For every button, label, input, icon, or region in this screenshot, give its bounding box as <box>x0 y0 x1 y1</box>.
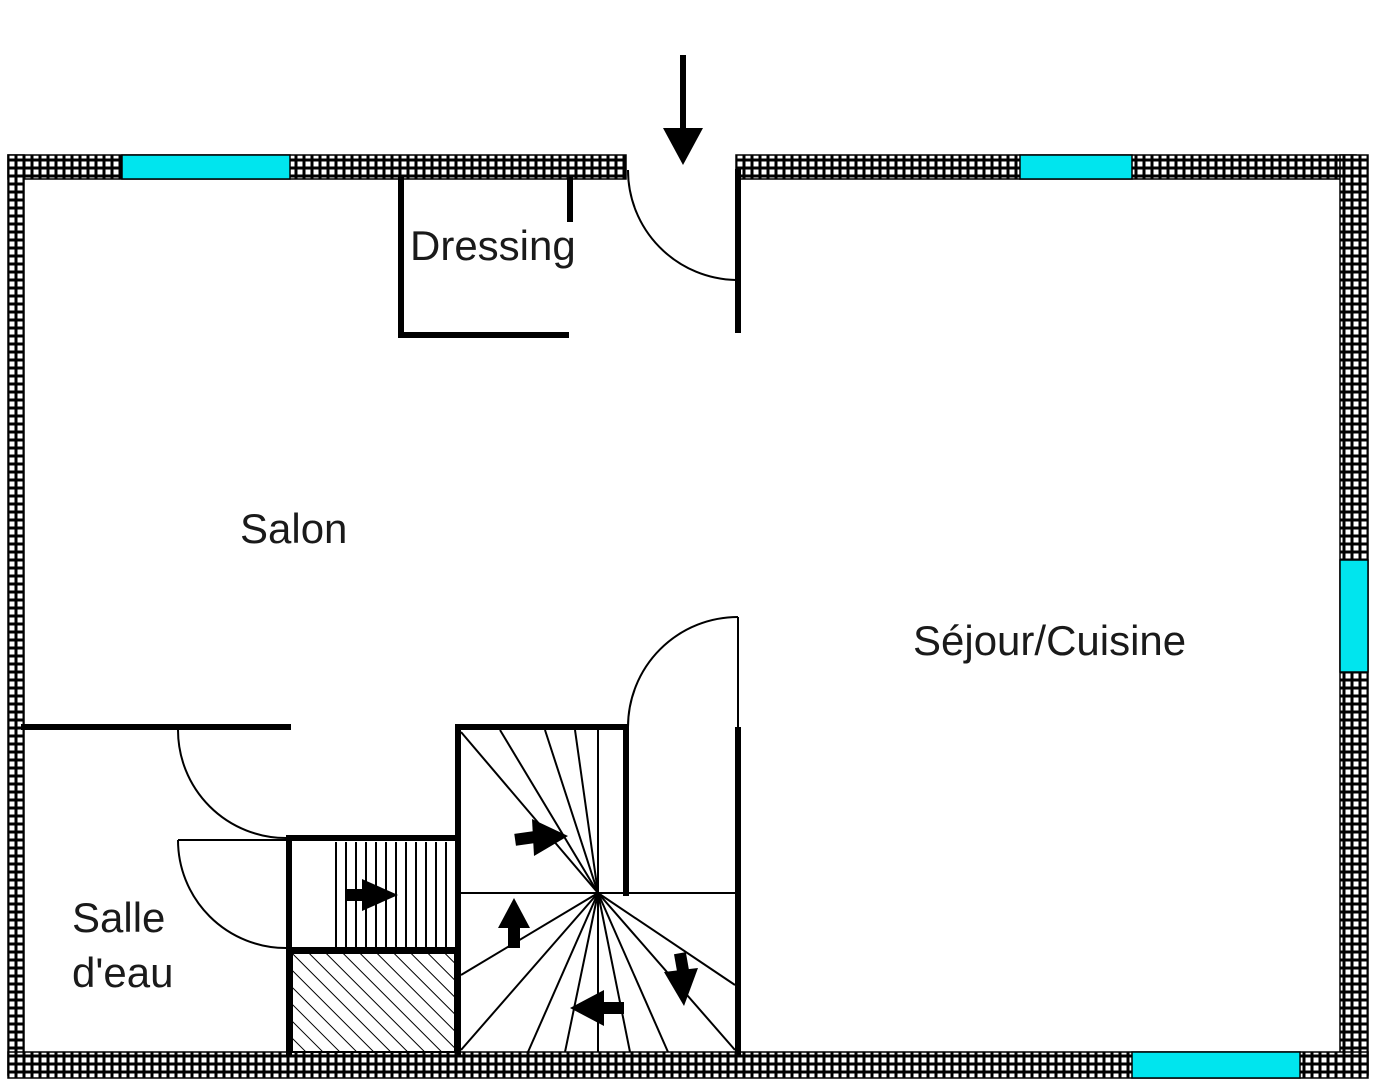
window-bottom <box>1131 1051 1301 1079</box>
arrow-icon <box>514 819 568 856</box>
window-top-left <box>121 154 291 180</box>
arrow-icon <box>345 879 398 911</box>
interior-walls <box>21 169 741 1055</box>
arrow-icon <box>570 990 624 1026</box>
door-entrance <box>627 169 737 281</box>
room-label-salon: Salon <box>240 505 347 552</box>
door-sejour <box>627 616 739 728</box>
room-label-dressing: Dressing <box>410 222 576 269</box>
stair-arrows <box>498 819 698 1026</box>
doors <box>177 169 739 949</box>
door-salle-1 <box>177 729 287 839</box>
room-label-salle-line2: d'eau <box>72 949 173 996</box>
wall-top-left <box>7 154 627 180</box>
storage-hatched <box>291 952 456 1053</box>
door-salle-2 <box>177 839 287 949</box>
room-label-salle-line1: Salle <box>72 894 165 941</box>
wall-left <box>7 154 25 1076</box>
arrow-icon <box>664 952 698 1006</box>
window-right <box>1339 559 1369 673</box>
room-label-sejour: Séjour/Cuisine <box>913 617 1186 664</box>
arrow-down-icon <box>663 55 703 165</box>
arrow-icon <box>498 898 530 948</box>
window-top-right <box>1019 154 1133 180</box>
windows <box>121 154 1369 1079</box>
